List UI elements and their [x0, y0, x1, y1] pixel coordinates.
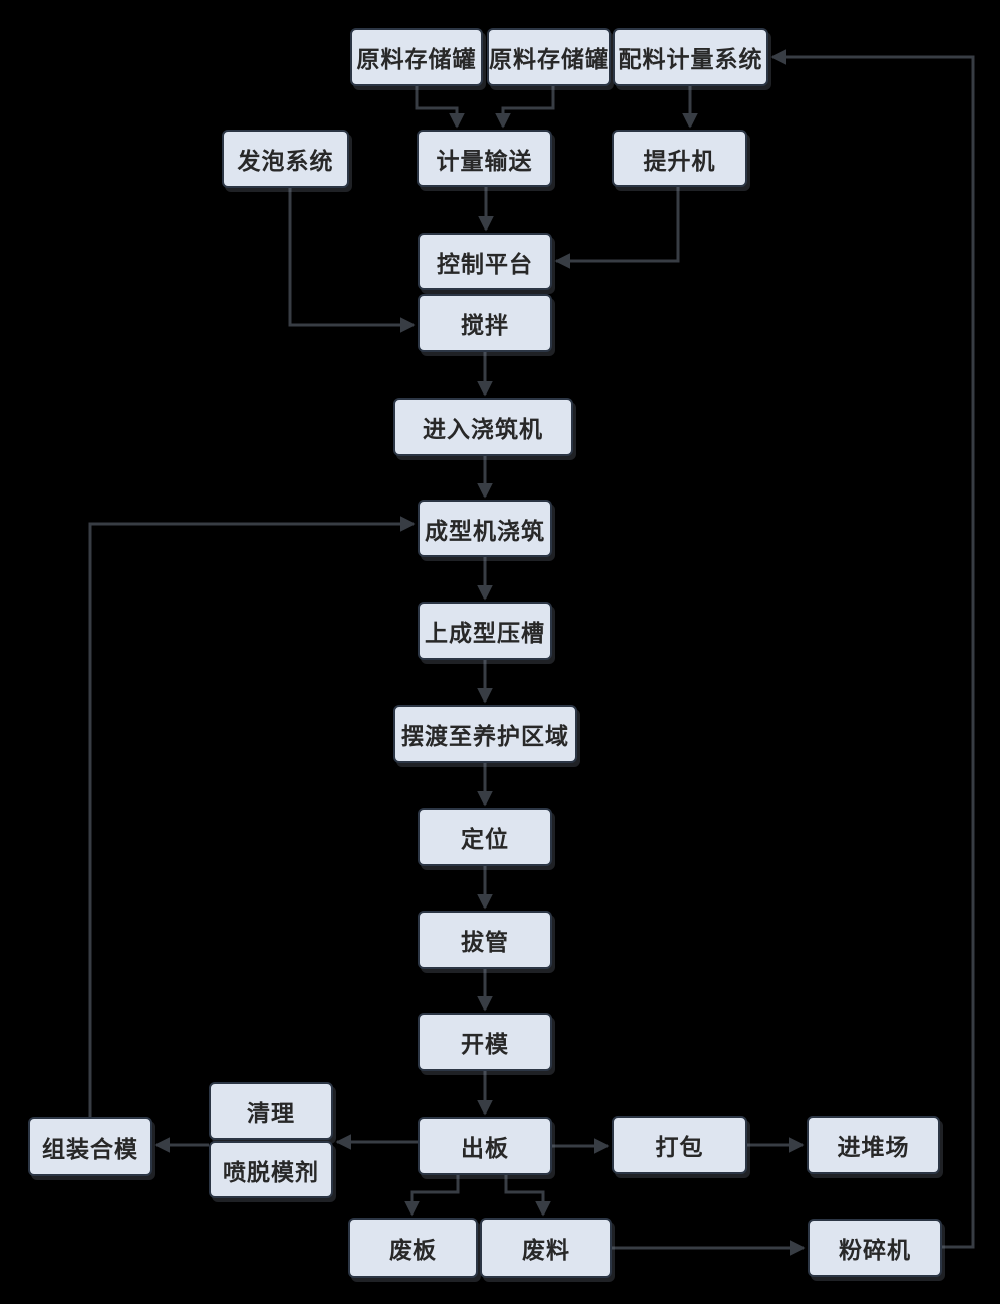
flow-node-cleaning: 清理	[209, 1082, 333, 1140]
flow-node-stacking-yard: 进堆场	[807, 1116, 940, 1174]
flow-node-waste-material: 废料	[480, 1218, 612, 1278]
edge-hoist-to-control	[554, 187, 680, 269]
flow-node-forming-machine-pouring: 成型机浇筑	[418, 500, 552, 557]
edge-tank-b-to-metering	[495, 86, 555, 129]
edge-board-out-to-waste-board	[404, 1175, 460, 1217]
flow-node-tube-pulling: 拔管	[418, 911, 552, 969]
flow-node-mold-assembly: 组装合模	[28, 1117, 152, 1176]
flow-node-foaming-system: 发泡系统	[222, 130, 349, 188]
flow-node-metering-conveying: 计量输送	[417, 130, 552, 187]
flow-node-spray-release-agent: 喷脱模剂	[209, 1141, 333, 1198]
flow-node-batching-system: 配料计量系统	[613, 28, 768, 86]
flow-node-control-platform: 控制平台	[418, 233, 552, 290]
flow-node-forming-press-groove: 上成型压槽	[418, 602, 552, 660]
flow-node-enter-pouring-machine: 进入浇筑机	[393, 398, 573, 456]
flow-node-raw-tank-b: 原料存储罐	[487, 28, 611, 86]
flow-node-crusher: 粉碎机	[808, 1219, 942, 1277]
edge-board-out-to-waste-material	[504, 1175, 551, 1217]
edge-mold-assembly-to-forming	[88, 516, 416, 1117]
edge-crusher-to-batching	[770, 49, 975, 1249]
flow-node-hoist: 提升机	[612, 130, 747, 187]
edge-foaming-to-mixing	[288, 188, 416, 333]
edge-tank-a-to-metering	[415, 86, 465, 129]
flow-node-mold-opening: 开模	[418, 1013, 552, 1071]
flow-node-positioning: 定位	[418, 808, 552, 866]
flow-node-raw-tank-a: 原料存储罐	[350, 28, 483, 86]
flow-node-packing: 打包	[612, 1116, 747, 1174]
flow-node-waste-board: 废板	[348, 1218, 478, 1278]
flow-node-board-out: 出板	[418, 1117, 552, 1175]
flow-node-ferry-to-curing-area: 摆渡至养护区域	[393, 705, 577, 763]
flow-node-mixing: 搅拌	[418, 294, 552, 352]
